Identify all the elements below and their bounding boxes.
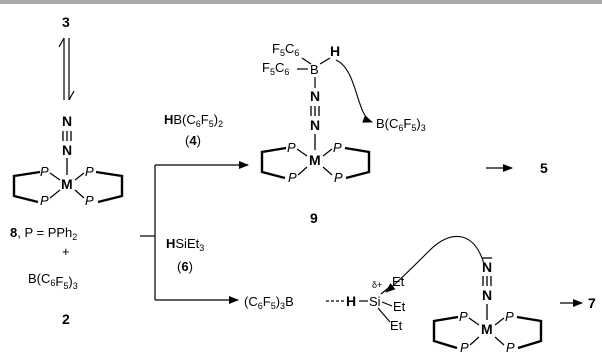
reagent-4-label: (4) xyxy=(185,133,201,148)
atom-p-4: P xyxy=(85,193,94,208)
atom-p-2: P xyxy=(85,164,94,179)
atom-p-3: P xyxy=(460,340,469,355)
atom-p-1: P xyxy=(459,309,468,324)
complex-8: N N M P P P P xyxy=(12,113,124,208)
compound-9-label: 9 xyxy=(310,210,318,226)
atom-p-4: P xyxy=(506,340,515,355)
top-divider-bar xyxy=(0,0,602,4)
atom-hydride: H xyxy=(330,43,340,59)
ethyl-3: Et xyxy=(390,318,403,333)
atom-metal: M xyxy=(61,176,73,192)
adduct-borane: (C6F5)3B xyxy=(244,294,294,311)
atom-p-2: P xyxy=(333,140,342,155)
atom-boron: B xyxy=(310,62,319,77)
atom-n-bottom: N xyxy=(62,142,72,158)
complex-9: F5C6 F5C6 B H N N M P P P P xyxy=(260,41,373,185)
atom-p-3: P xyxy=(40,193,49,208)
atom-metal: M xyxy=(481,321,493,337)
c6f5-group-left: F5C6 xyxy=(262,60,289,77)
compound-3-label: 3 xyxy=(62,14,70,30)
plus-sign: + xyxy=(62,244,70,259)
atom-silicon: Si xyxy=(369,294,381,309)
compound-7-label: 7 xyxy=(588,295,596,311)
complex-8-nucleophile: N N M P P P P xyxy=(432,257,543,355)
reagent-6-label: (6) xyxy=(177,259,193,274)
compound-2-label: 2 xyxy=(62,311,70,327)
atom-p-3: P xyxy=(288,170,297,185)
atom-n-bottom: N xyxy=(310,117,320,133)
equilibrium-arrow xyxy=(58,37,75,101)
compound-8-definition: 8, P = PPh2 xyxy=(10,225,77,242)
atom-p-1: P xyxy=(40,164,49,179)
compound-2-formula: B(C6EtF5)3 xyxy=(28,271,78,291)
ethyl-2: Et xyxy=(393,299,406,314)
silane-borane-adduct: (C6F5)3B H Si δ+ Et Et Et xyxy=(244,235,485,333)
c6f5-group-top: F5C6 xyxy=(272,41,299,58)
atom-metal: M xyxy=(309,152,321,168)
atom-n-top: N xyxy=(310,88,320,104)
atom-n-top: N xyxy=(482,259,492,275)
atom-p-4: P xyxy=(334,170,343,185)
atom-p-1: P xyxy=(287,140,296,155)
delta-plus-charge: δ+ xyxy=(372,280,382,290)
atom-n-bottom: N xyxy=(482,287,492,303)
reagent-6-formula: HSiEt3 xyxy=(166,236,204,253)
atom-n-top: N xyxy=(62,113,72,129)
b-c6f5-3-acceptor: B(C6F5)3 xyxy=(376,116,426,133)
branch-lines xyxy=(140,161,249,304)
adduct-hydride: H xyxy=(346,293,356,309)
compound-5-label: 5 xyxy=(540,160,548,176)
atom-p-2: P xyxy=(505,309,514,324)
reagent-4-formula: HB(C6F5)2 xyxy=(164,112,223,129)
